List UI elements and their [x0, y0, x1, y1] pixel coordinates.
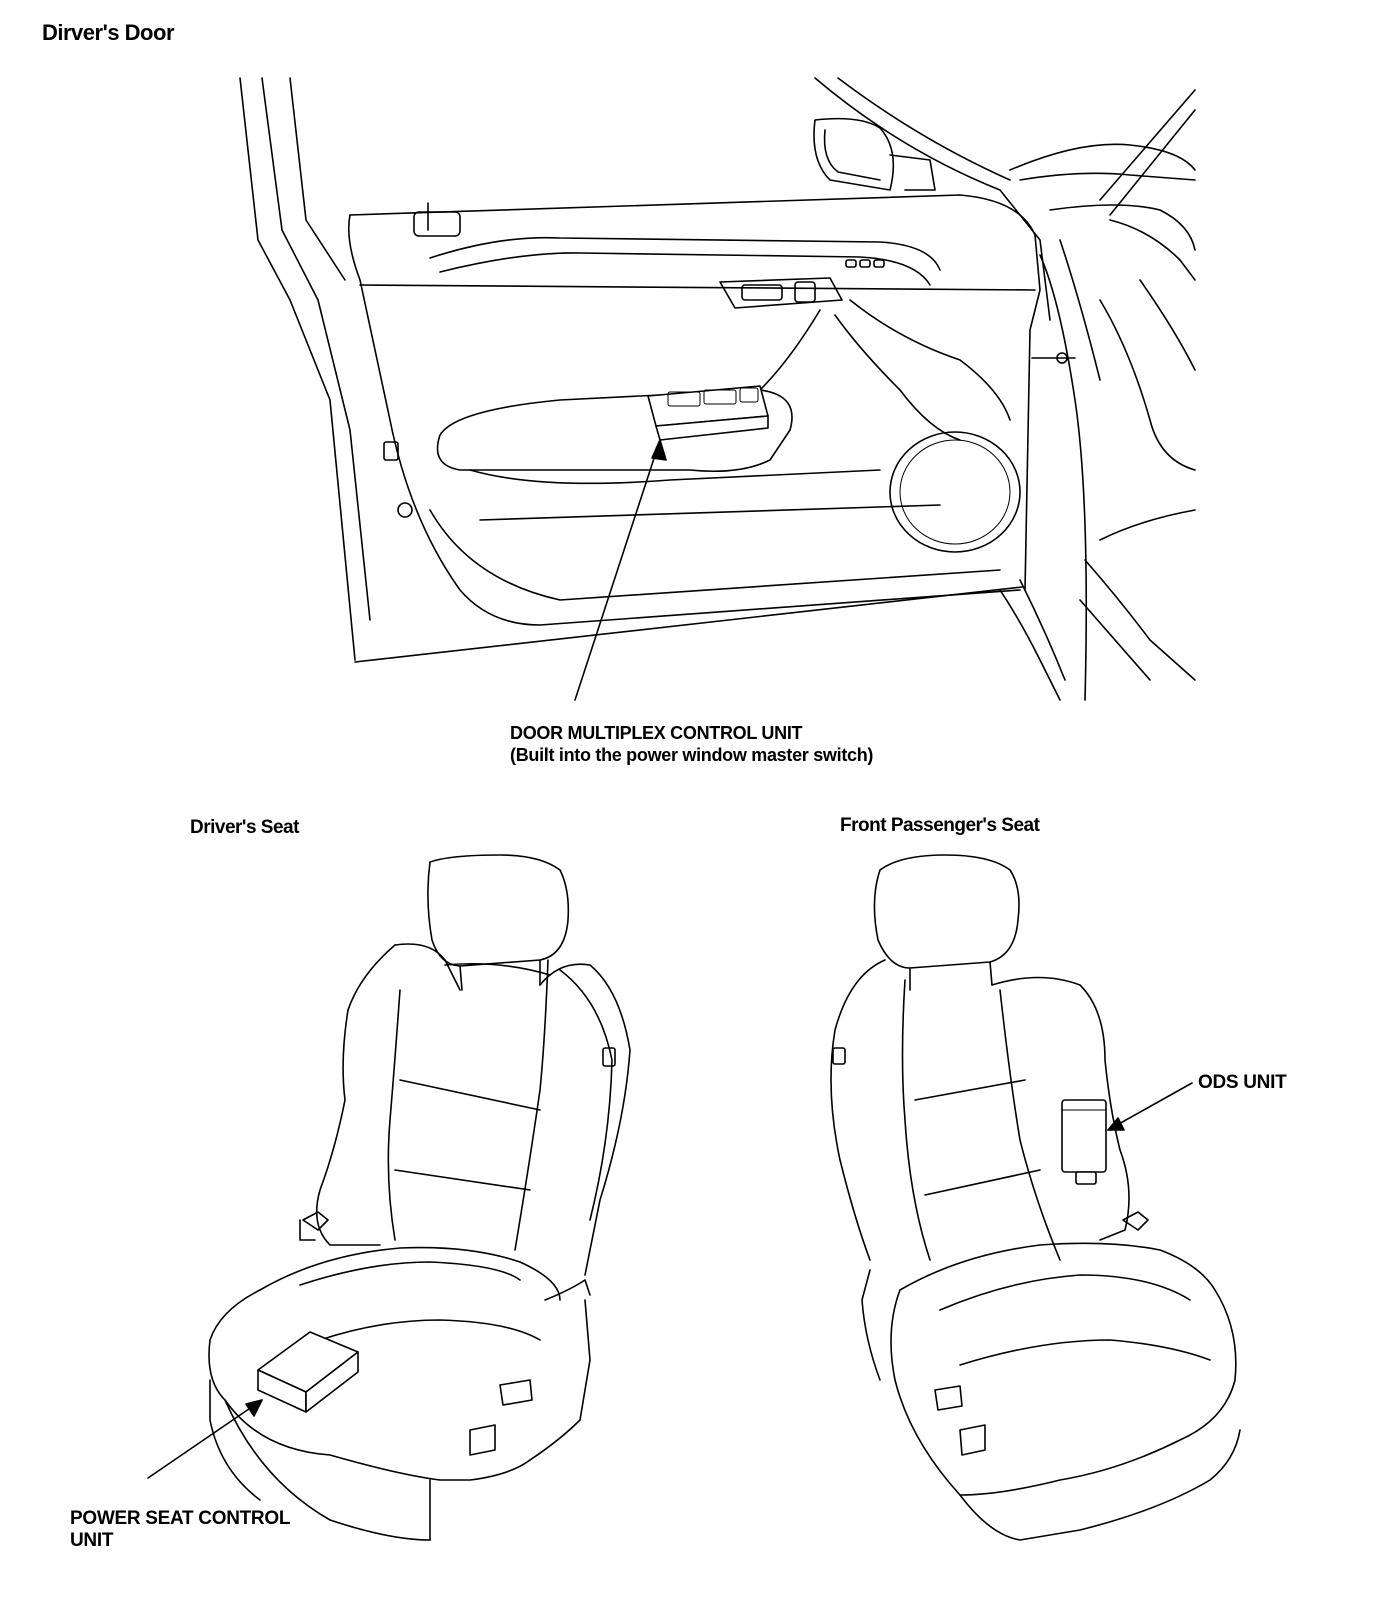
passenger-seat-drawing: [830, 854, 1241, 1541]
power-seat-arrowhead: [245, 1399, 263, 1417]
power-seat-leader-line: [147, 1399, 263, 1479]
power-seat-control-unit-label: POWER SEAT CONTROL UNIT: [70, 1508, 290, 1552]
power-seat-label-line2: UNIT: [70, 1530, 114, 1551]
ods-arrowhead: [1107, 1117, 1125, 1131]
door-multiplex-unit-note: (Built into the power window master swit…: [510, 745, 874, 765]
drivers-door-drawing: [239, 77, 1196, 701]
door-multiplex-unit-label: DOOR MULTIPLEX CONTROL UNIT (Built into …: [510, 722, 873, 766]
door-unit-arrowhead: [651, 439, 667, 461]
door-unit-leader-line: [574, 439, 661, 701]
passenger-seat-title: Front Passenger's Seat: [840, 815, 1040, 836]
ods-unit-label: ODS UNIT: [1198, 1072, 1287, 1093]
drivers-seat-title: Driver's Seat: [190, 817, 299, 838]
door-multiplex-unit-title: DOOR MULTIPLEX CONTROL UNIT: [510, 723, 803, 743]
ods-leader-line: [1107, 1082, 1193, 1131]
drivers-seat-drawing: [208, 854, 631, 1541]
door-section-title: Dirver's Door: [42, 20, 175, 45]
power-seat-label-line1: POWER SEAT CONTROL: [70, 1508, 291, 1529]
